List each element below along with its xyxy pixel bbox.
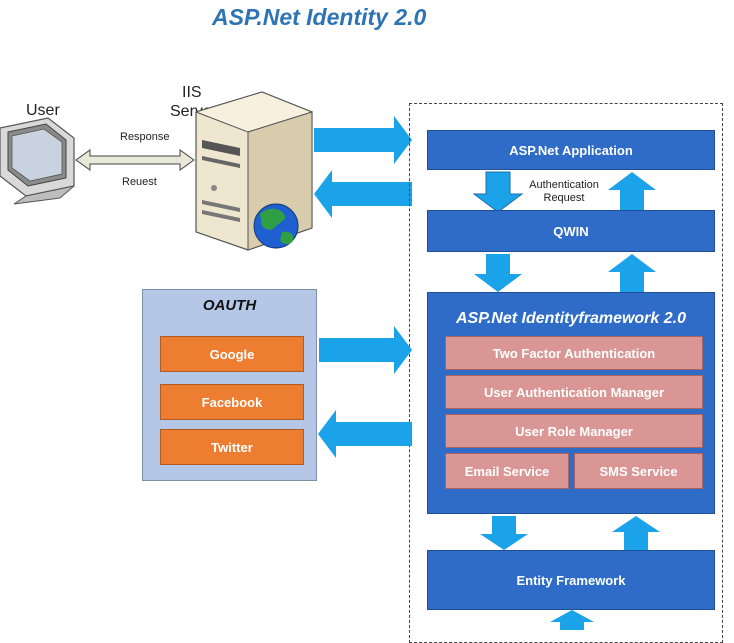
request-label: Reuest — [122, 176, 157, 188]
two-factor-auth-box: Two Factor Authentication — [445, 336, 703, 370]
asp-net-application-box: ASP.Net Application — [427, 130, 715, 170]
diagram-title: ASP.Net Identity 2.0 — [212, 4, 427, 30]
identity-entity-arrows — [480, 516, 660, 550]
response-label: Response — [120, 131, 170, 143]
entity-framework-box: Entity Framework — [427, 550, 715, 610]
owin-box: QWIN — [427, 210, 715, 252]
response-request-arrow — [75, 149, 195, 171]
app-owin-arrows — [472, 171, 656, 213]
user-computer-icon — [0, 117, 75, 205]
sms-service-box: SMS Service — [574, 453, 703, 489]
owin-identity-arrows — [474, 254, 656, 292]
oauth-title: OAUTH — [202, 297, 257, 314]
server-icon — [194, 91, 314, 251]
oauth-identity-arrows — [318, 326, 412, 458]
auth-request-line1: Authentication — [529, 179, 599, 191]
oauth-google-box: Google — [160, 336, 304, 372]
user-label: User — [26, 102, 60, 119]
server-app-arrows — [314, 116, 412, 218]
user-auth-manager-box: User Authentication Manager — [445, 375, 703, 409]
identity-framework-title: ASP.Net Identityframework 2.0 — [455, 310, 686, 327]
oauth-facebook-box: Facebook — [160, 384, 304, 420]
oauth-twitter-box: Twitter — [160, 429, 304, 465]
auth-request-line2: Request — [543, 192, 585, 204]
iis-label: IIS — [182, 84, 202, 101]
entity-bottom-arrow — [550, 610, 594, 630]
auth-request-label: Authentication Request — [526, 179, 602, 205]
email-service-box: Email Service — [445, 453, 569, 489]
user-role-manager-box: User Role Manager — [445, 414, 703, 448]
